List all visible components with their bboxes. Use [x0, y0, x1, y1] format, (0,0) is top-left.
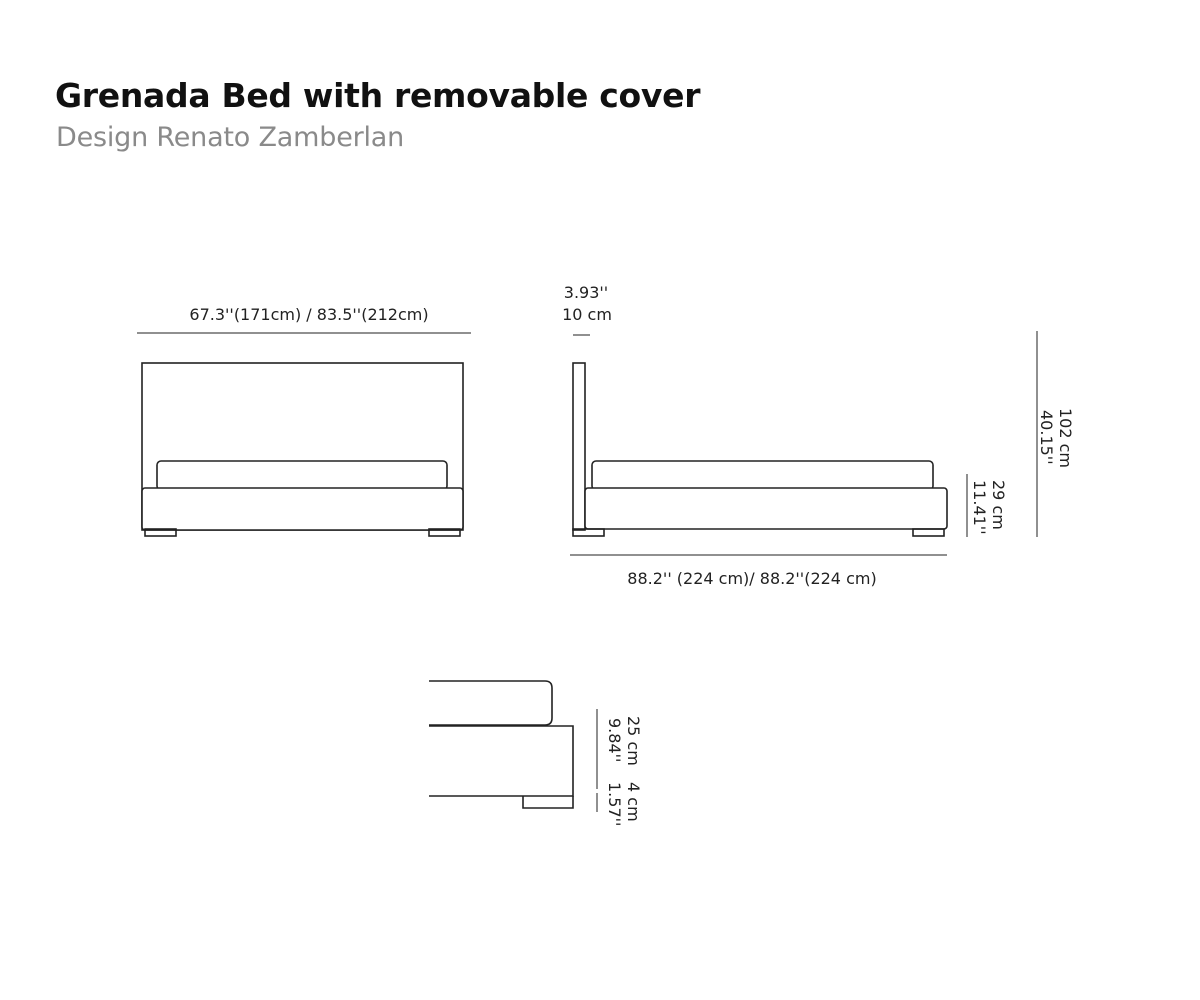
- front-base: [141, 487, 464, 531]
- side-headboard: [572, 362, 586, 531]
- page-title: Grenada Bed with removable cover: [55, 76, 701, 115]
- detail-foot-cm: 4 cm: [624, 782, 643, 822]
- detail-base-in: 9.84'': [605, 718, 624, 762]
- detail-foot: [522, 796, 574, 809]
- height-cm: 102 cm: [1056, 408, 1075, 468]
- base-height-in: 11.41'': [970, 480, 989, 535]
- designer-subtitle: Design Renato Zamberlan: [56, 122, 405, 153]
- detail-base-cm: 25 cm: [624, 716, 643, 766]
- headboard-thickness-in: 3.93'': [564, 283, 608, 302]
- headboard-thickness-cm: 10 cm: [562, 305, 612, 324]
- front-foot-right: [428, 528, 461, 537]
- side-mattress: [591, 460, 934, 491]
- detail-foot-in: 1.57'': [605, 782, 624, 826]
- side-base: [584, 487, 948, 530]
- side-view: 3.93'' 10 cm 88.2'' (224 cm)/ 88.2''(224…: [562, 283, 1075, 588]
- length-label: 88.2'' (224 cm)/ 88.2''(224 cm): [627, 569, 876, 588]
- base-height-cm: 29 cm: [989, 480, 1008, 530]
- front-foot-left: [144, 528, 177, 537]
- front-width-label: 67.3''(171cm) / 83.5''(212cm): [189, 305, 428, 324]
- height-in: 40.15'': [1037, 410, 1056, 465]
- side-foot-head: [572, 528, 605, 537]
- side-foot-end: [912, 528, 945, 537]
- detail-base: [429, 725, 574, 797]
- front-mattress: [156, 460, 448, 491]
- detail-view: 25 cm 9.84'' 4 cm 1.57'': [429, 680, 643, 826]
- front-view: 67.3''(171cm) / 83.5''(212cm): [137, 305, 471, 537]
- detail-mattress: [429, 680, 553, 726]
